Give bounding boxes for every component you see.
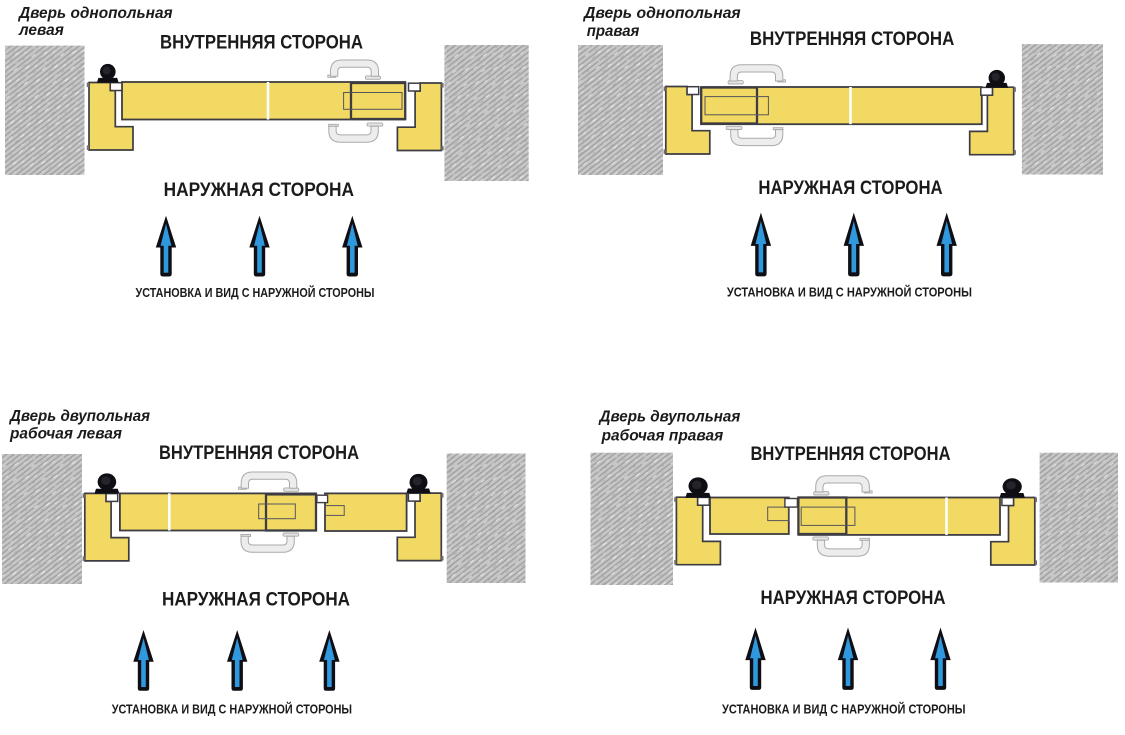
svg-text:Дверь двупольная: Дверь двупольная: [598, 409, 741, 426]
svg-text:НАРУЖНАЯ СТОРОНА: НАРУЖНАЯ СТОРОНА: [162, 589, 350, 611]
svg-text:левая: левая: [18, 22, 64, 39]
svg-text:Дверь однопольная: Дверь однопольная: [17, 5, 173, 22]
svg-text:рабочая левая: рабочая левая: [9, 425, 122, 442]
svg-text:УСТАНОВКА И ВИД С НАРУЖНОЙ СТО: УСТАНОВКА И ВИД С НАРУЖНОЙ СТОРОНЫ: [722, 701, 966, 716]
svg-text:Дверь однопольная: Дверь однопольная: [582, 5, 741, 22]
svg-text:ВНУТРЕННЯЯ СТОРОНА: ВНУТРЕННЯЯ СТОРОНА: [160, 31, 363, 53]
svg-text:НАРУЖНАЯ СТОРОНА: НАРУЖНАЯ СТОРОНА: [758, 177, 942, 199]
svg-text:Дверь двупольная: Дверь двупольная: [8, 408, 150, 425]
svg-text:УСТАНОВКА И ВИД С НАРУЖНОЙ СТО: УСТАНОВКА И ВИД С НАРУЖНОЙ СТОРОНЫ: [136, 285, 375, 300]
svg-text:НАРУЖНАЯ СТОРОНА: НАРУЖНАЯ СТОРОНА: [761, 587, 946, 609]
svg-text:ВНУТРЕННЯЯ СТОРОНА: ВНУТРЕННЯЯ СТОРОНА: [159, 442, 359, 464]
svg-text:НАРУЖНАЯ СТОРОНА: НАРУЖНАЯ СТОРОНА: [164, 179, 354, 201]
svg-text:ВНУТРЕННЯЯ СТОРОНА: ВНУТРЕННЯЯ СТОРОНА: [750, 28, 954, 50]
svg-text:ВНУТРЕННЯЯ СТОРОНА: ВНУТРЕННЯЯ СТОРОНА: [751, 443, 951, 465]
svg-text:УСТАНОВКА И ВИД С НАРУЖНОЙ СТО: УСТАНОВКА И ВИД С НАРУЖНОЙ СТОРОНЫ: [112, 701, 352, 716]
svg-text:правая: правая: [587, 23, 640, 40]
svg-text:УСТАНОВКА И ВИД С НАРУЖНОЙ СТО: УСТАНОВКА И ВИД С НАРУЖНОЙ СТОРОНЫ: [727, 284, 972, 299]
svg-text:рабочая правая: рабочая правая: [601, 428, 724, 445]
